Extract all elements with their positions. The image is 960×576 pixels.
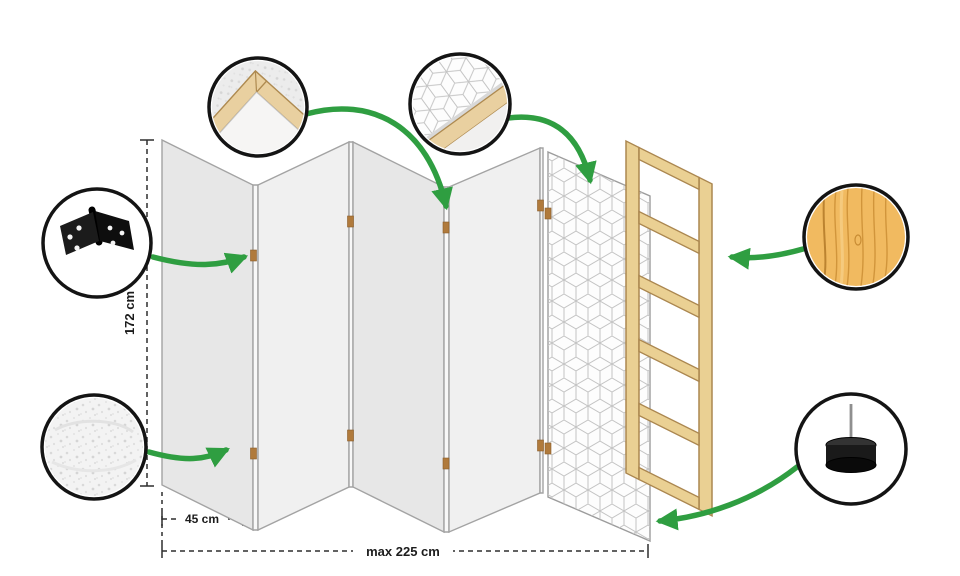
hinge: [250, 249, 257, 262]
fabric-texture-callout: [40, 393, 148, 501]
panel-4-edge: [539, 147, 544, 494]
hinge: [347, 429, 354, 442]
arrow-hinge-to-fold: [150, 252, 249, 274]
folding-panels: [161, 138, 544, 534]
frame-crossbar: [638, 146, 700, 191]
foot-icon: [825, 404, 877, 473]
wood-texture-icon: [807, 188, 905, 286]
height-dimension: [140, 139, 154, 487]
fabric-texture-icon: [45, 398, 143, 496]
patterned-panel: [547, 150, 651, 543]
wood-texture-callout: [802, 183, 910, 291]
arrow-foot-to-base: [655, 464, 800, 531]
arrow-wood-to-frame: [727, 246, 806, 270]
arrow-fabric-to-panel: [146, 447, 230, 468]
panel-2: [257, 140, 350, 532]
panel-hinges: [250, 199, 552, 470]
hinge: [442, 457, 450, 470]
frame-left-rail: [625, 139, 640, 481]
frame-right-rail: [698, 176, 713, 518]
arrow-corner-to-panel-top: [303, 106, 453, 211]
hinge: [544, 207, 552, 220]
panel-3: [352, 140, 445, 534]
max-width-label: max 225 cm: [366, 544, 440, 559]
hinge: [250, 447, 257, 460]
panel-1-edge: [252, 184, 259, 531]
hinge: [537, 199, 544, 212]
hinge-icon: [60, 206, 134, 255]
height-dimension-label: 172 cm: [122, 291, 137, 335]
panel-width-label: 45 cm: [185, 512, 219, 526]
callout-arrows: [146, 106, 806, 531]
panel-1: [161, 138, 254, 532]
frame-crossbar: [638, 402, 700, 447]
hinge-callout: [41, 187, 153, 299]
panel-width-label-bg: [176, 511, 228, 527]
hinge: [347, 215, 354, 228]
frame-crossbar: [638, 466, 700, 511]
hinge: [537, 439, 544, 452]
frame-crossbar: [638, 274, 700, 319]
panel-3-edge: [443, 186, 450, 533]
frame-crossbar: [638, 210, 700, 255]
max-width-label-bg: [353, 543, 453, 560]
foot-callout: [794, 392, 908, 506]
frame-crossbar: [638, 338, 700, 383]
hinge: [442, 221, 450, 234]
hinge: [544, 442, 552, 455]
arrow-pattern-to-panel: [505, 114, 597, 185]
panel-4: [448, 146, 541, 534]
wooden-frame: [625, 139, 713, 518]
